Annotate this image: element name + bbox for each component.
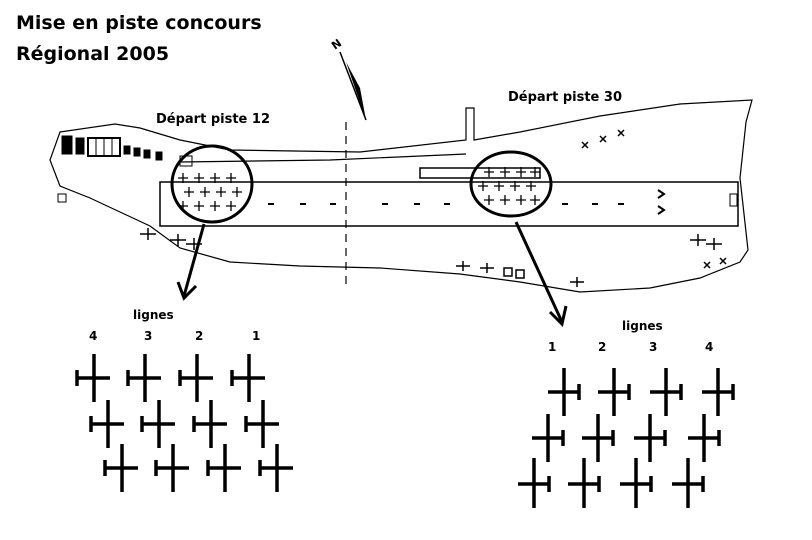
depart-piste-30-label: Départ piste 30: [508, 90, 622, 105]
depart-piste-12-label: Départ piste 12: [156, 112, 270, 127]
right-line-number: 4: [705, 340, 714, 354]
left-lignes-heading: lignes: [133, 308, 174, 322]
left-line-number: 3: [144, 329, 153, 343]
diagram-title-line-2: Régional 2005: [16, 43, 170, 65]
buildings: [57, 135, 193, 203]
highlight-circle-piste-12: [170, 144, 254, 224]
right-line-number: 2: [598, 340, 607, 354]
left-line-number: 1: [252, 329, 261, 343]
left-plane-grid: [75, 354, 293, 492]
right-lignes-heading: lignes: [622, 319, 663, 333]
diagram-title-line-1: Mise en piste concours: [16, 12, 262, 34]
arrow-to-left-grid: [176, 223, 206, 301]
north-arrow-icon: [339, 51, 367, 121]
start-grid-piste-12: [178, 173, 242, 211]
scattered-planes: [140, 129, 727, 287]
left-line-number: 2: [195, 329, 204, 343]
airfield-outline: [49, 99, 753, 293]
arrow-to-right-grid: [514, 221, 568, 327]
left-line-number: 4: [89, 329, 98, 343]
right-line-number: 3: [649, 340, 658, 354]
highlight-circle-piste-30: [469, 150, 553, 218]
runway: [159, 122, 739, 284]
right-line-number: 1: [548, 340, 557, 354]
start-grid-piste-30: [478, 167, 540, 205]
right-plane-grid: [518, 368, 735, 508]
